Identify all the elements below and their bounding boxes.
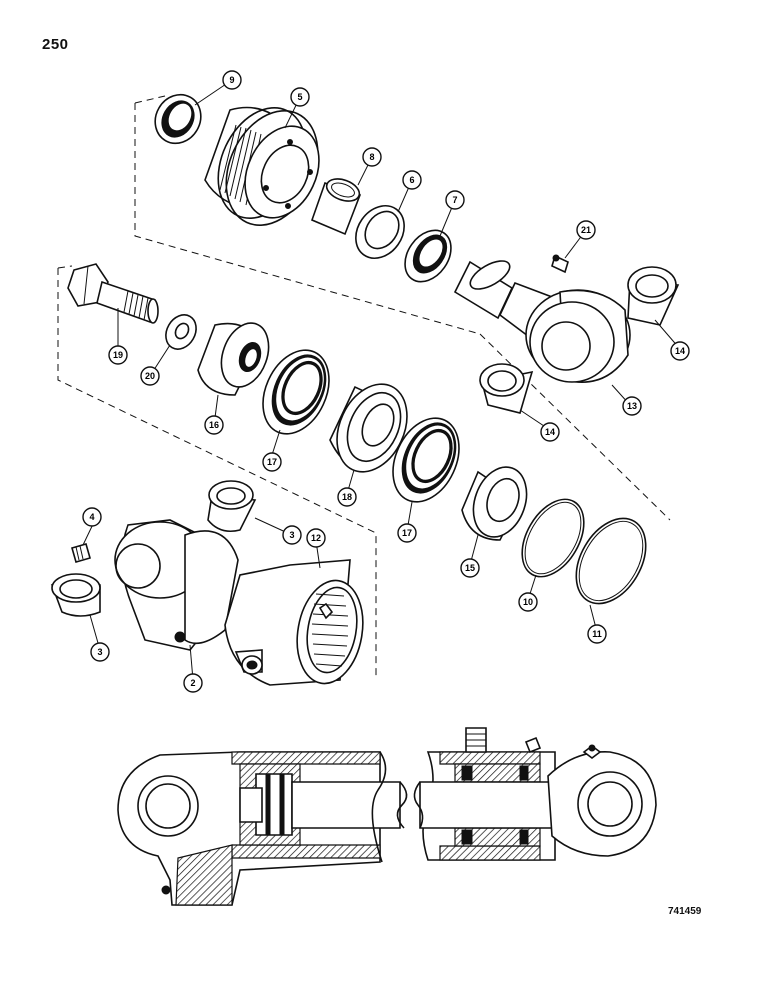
svg-text:10: 10 xyxy=(523,597,533,607)
callout-7: 7 xyxy=(445,190,465,210)
svg-text:5: 5 xyxy=(297,92,302,102)
svg-text:2: 2 xyxy=(190,678,195,688)
ring-6 xyxy=(355,205,405,259)
svg-text:13: 13 xyxy=(627,401,637,411)
callout-4: 4 xyxy=(82,507,102,527)
callout-14-left: 14 xyxy=(540,422,560,442)
callout-5: 5 xyxy=(290,87,310,107)
grease-fitting-21 xyxy=(551,254,569,274)
svg-text:12: 12 xyxy=(311,533,321,543)
callout-15: 15 xyxy=(460,558,480,578)
callout-19: 19 xyxy=(108,345,128,365)
piston-18 xyxy=(329,383,408,473)
assembled-cylinder-section xyxy=(117,727,657,906)
upper-group-boundary xyxy=(134,95,481,335)
callout-20: 20 xyxy=(140,366,160,386)
rod-seal-7 xyxy=(404,229,452,283)
callout-3-lower: 3 xyxy=(90,642,110,662)
callout-14-right: 14 xyxy=(670,341,690,361)
callout-12: 12 xyxy=(306,528,326,548)
svg-text:20: 20 xyxy=(145,371,155,381)
callout-17-lower: 17 xyxy=(397,523,417,543)
o-ring-10 xyxy=(521,498,585,578)
cylinder-head-5 xyxy=(204,106,320,227)
callout-6: 6 xyxy=(402,170,422,190)
svg-text:21: 21 xyxy=(581,225,591,235)
part-15 xyxy=(461,466,528,541)
washer-20 xyxy=(165,314,197,350)
svg-text:14: 14 xyxy=(675,346,685,356)
callout-21: 21 xyxy=(576,220,596,240)
wiper-seal-9 xyxy=(154,93,202,145)
callout-9: 9 xyxy=(222,70,242,90)
callout-16: 16 xyxy=(204,415,224,435)
bushing-8 xyxy=(310,178,362,236)
middle-group-boundary xyxy=(57,265,671,680)
callout-2: 2 xyxy=(183,673,203,693)
bushing-3-upper xyxy=(207,480,257,533)
bushing-3-lower xyxy=(50,573,101,617)
svg-text:17: 17 xyxy=(267,457,277,467)
svg-text:19: 19 xyxy=(113,350,123,360)
bushing-14-right xyxy=(627,266,680,326)
svg-text:4: 4 xyxy=(89,512,94,522)
svg-text:17: 17 xyxy=(402,528,412,538)
piston-seal-17-upper xyxy=(262,349,330,435)
callout-13: 13 xyxy=(622,396,642,416)
svg-text:3: 3 xyxy=(97,647,102,657)
svg-text:6: 6 xyxy=(409,175,414,185)
piston-nut-16 xyxy=(197,322,270,396)
svg-text:9: 9 xyxy=(229,75,234,85)
svg-text:8: 8 xyxy=(369,152,374,162)
backup-ring-11 xyxy=(575,517,647,605)
figure-code: 741459 xyxy=(668,906,702,917)
piston-rod-13 xyxy=(453,260,631,384)
svg-text:18: 18 xyxy=(342,492,352,502)
callout-11: 11 xyxy=(587,624,607,644)
callout-3-upper: 3 xyxy=(282,525,302,545)
piston-seal-17-lower xyxy=(392,417,460,503)
svg-text:14: 14 xyxy=(545,427,555,437)
set-screw-4 xyxy=(71,543,91,563)
callout-18: 18 xyxy=(337,487,357,507)
svg-text:7: 7 xyxy=(452,195,457,205)
svg-text:3: 3 xyxy=(289,530,294,540)
callout-10: 10 xyxy=(518,592,538,612)
page-number: 250 xyxy=(42,36,69,53)
cylinder-barrel-2 xyxy=(114,519,364,686)
svg-text:15: 15 xyxy=(465,563,475,573)
bolt-19 xyxy=(67,263,159,324)
svg-text:11: 11 xyxy=(592,629,602,639)
bushing-14-left xyxy=(479,363,534,414)
svg-text:16: 16 xyxy=(209,420,219,430)
callout-17-upper: 17 xyxy=(262,452,282,472)
callout-8: 8 xyxy=(362,147,382,167)
